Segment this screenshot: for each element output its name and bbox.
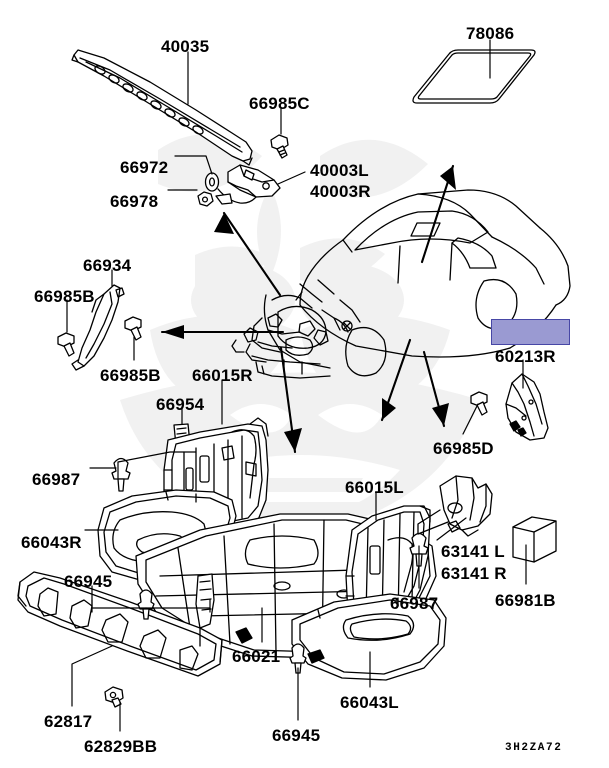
part-66945-clip-1 bbox=[137, 589, 155, 620]
part-number-label[interactable]: 66985D bbox=[433, 439, 494, 458]
part-66981B-shape bbox=[512, 516, 557, 563]
part-number-label[interactable]: 63141 R bbox=[441, 564, 507, 583]
part-number-label[interactable]: 66985B bbox=[34, 287, 95, 306]
part-62817-shape bbox=[17, 571, 223, 677]
highlight-box-60213R[interactable] bbox=[491, 319, 570, 345]
car-body-outline bbox=[231, 189, 571, 379]
part-number-label[interactable]: 66987 bbox=[390, 594, 439, 613]
part-number-label[interactable]: 40035 bbox=[161, 37, 210, 56]
diagram-code: 3H2ZA72 bbox=[505, 742, 563, 754]
part-number-label[interactable]: 40003L bbox=[310, 161, 369, 180]
part-number-label[interactable]: 66954 bbox=[156, 395, 205, 414]
part-66985D-shape bbox=[470, 391, 488, 416]
part-40035-shape bbox=[71, 49, 253, 166]
part-number-label[interactable]: 62829BB bbox=[84, 737, 158, 756]
part-66985C-shape bbox=[270, 134, 289, 159]
part-66043L-shape bbox=[291, 593, 447, 681]
part-66978-shape bbox=[197, 191, 214, 207]
part-number-label[interactable]: 66985C bbox=[249, 94, 310, 113]
part-66934-shape bbox=[71, 284, 125, 371]
part-number-label[interactable]: 66043L bbox=[340, 693, 399, 712]
part-66945-clip-2 bbox=[289, 643, 307, 674]
part-number-label[interactable]: 66015L bbox=[345, 478, 404, 497]
part-number-label[interactable]: 66021 bbox=[232, 647, 281, 666]
part-number-label[interactable]: 66934 bbox=[83, 256, 132, 275]
part-63141-shape bbox=[417, 475, 493, 537]
part-number-label[interactable]: 66945 bbox=[64, 572, 113, 591]
part-62817-clip bbox=[195, 573, 215, 629]
part-40003-shape bbox=[215, 164, 281, 205]
part-number-label[interactable]: 63141 L bbox=[441, 542, 505, 561]
part-66987-clip-1 bbox=[111, 457, 131, 492]
part-number-label[interactable]: 40003R bbox=[310, 182, 371, 201]
part-number-label[interactable]: 66945 bbox=[272, 726, 321, 745]
part-number-label[interactable]: 66981B bbox=[495, 591, 556, 610]
part-number-label[interactable]: 66987 bbox=[32, 470, 81, 489]
part-66985B-bolt-1 bbox=[57, 332, 75, 357]
part-60213R-shape bbox=[505, 373, 549, 441]
part-number-label[interactable]: 62817 bbox=[44, 712, 93, 731]
part-number-label[interactable]: 66985B bbox=[100, 366, 161, 385]
part-number-label-highlighted[interactable]: 60213R bbox=[495, 347, 556, 366]
callout-arrows bbox=[160, 164, 456, 454]
part-number-label[interactable]: 78086 bbox=[466, 24, 515, 43]
leader-lines bbox=[66, 39, 527, 732]
part-number-label[interactable]: 66043R bbox=[21, 533, 82, 552]
part-78086-shape bbox=[412, 49, 536, 104]
part-66985B-bolt-2 bbox=[124, 316, 142, 341]
part-number-label[interactable]: 66015R bbox=[192, 366, 253, 385]
part-number-label[interactable]: 66972 bbox=[120, 158, 169, 177]
part-number-label[interactable]: 66978 bbox=[110, 192, 159, 211]
part-62829BB-shape bbox=[104, 686, 124, 708]
